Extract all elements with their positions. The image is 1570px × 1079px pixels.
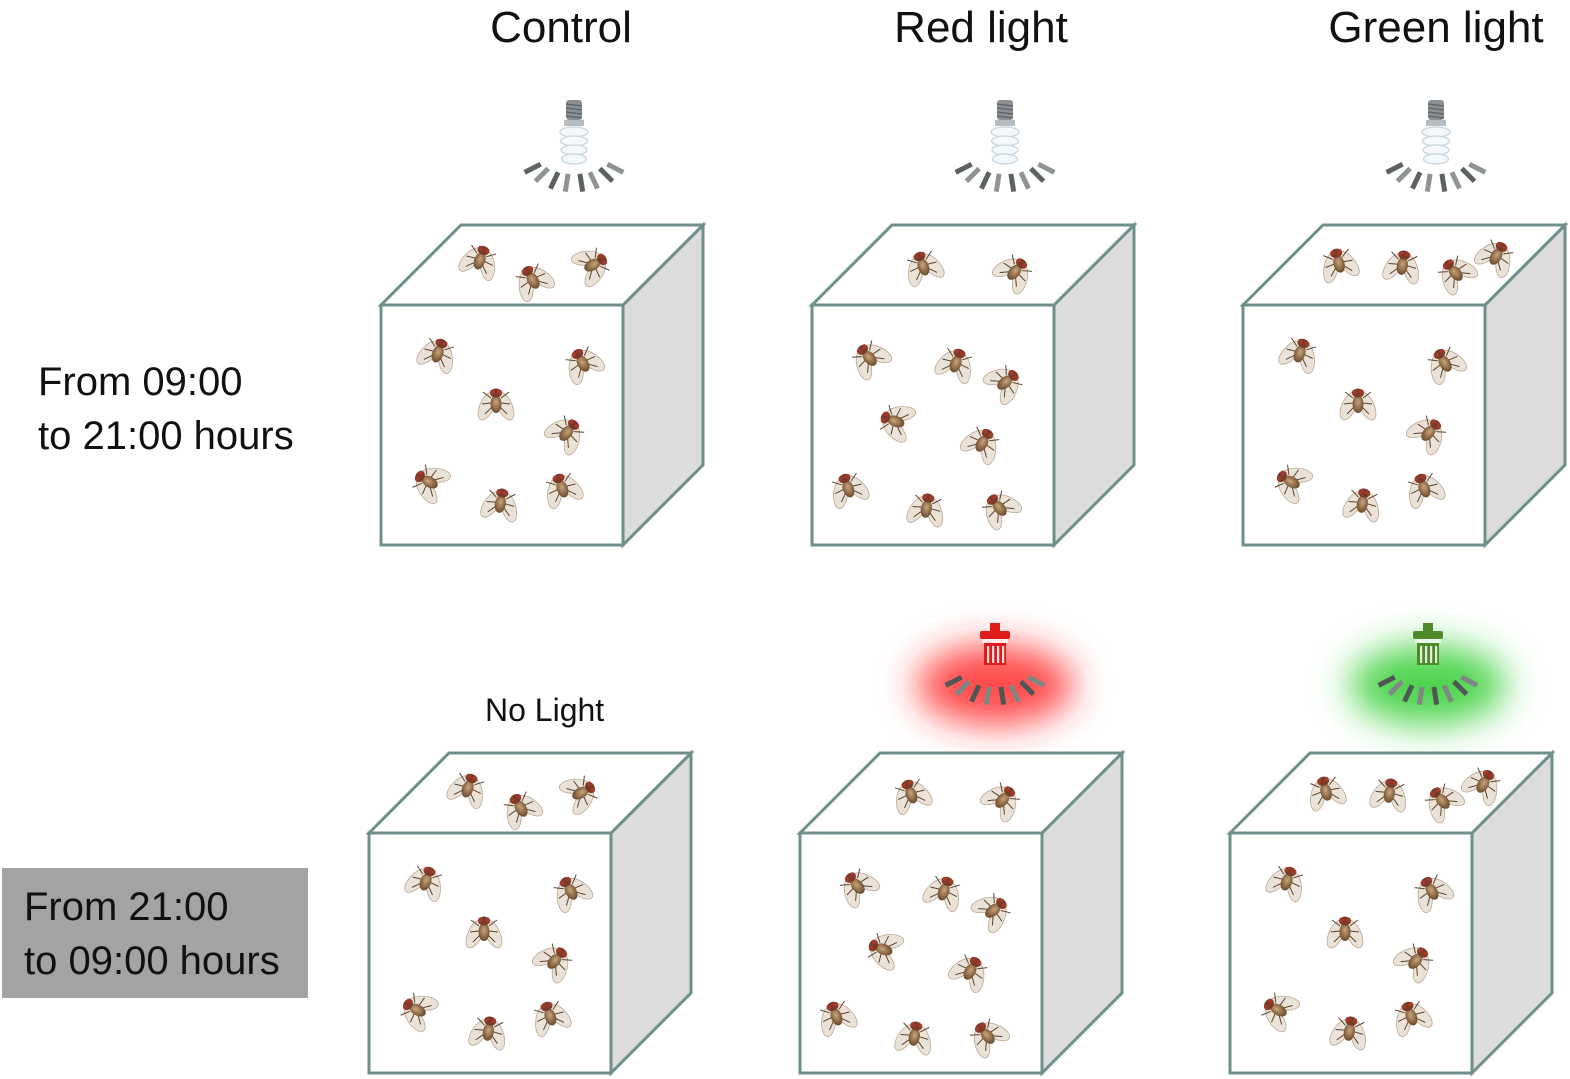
fly-icon	[465, 916, 503, 949]
fly-icon	[1427, 346, 1468, 386]
fly-icon	[831, 472, 870, 510]
red-lamp-icon	[917, 623, 1073, 725]
fly-icon	[416, 337, 455, 375]
fly-icon	[458, 244, 497, 282]
fly-icon	[991, 254, 1033, 295]
white-bulb-icon	[1385, 100, 1487, 193]
fly-icon	[1339, 388, 1377, 421]
fly-icon	[1473, 239, 1514, 279]
cage-box-5	[1226, 749, 1556, 1077]
fly-icon	[1407, 472, 1446, 510]
cell-r0-c1	[808, 100, 1138, 549]
fly-icon	[545, 472, 584, 510]
fly-icon	[1392, 943, 1434, 984]
row-label-day-line2: to 21:00 hours	[38, 414, 294, 458]
fly-icon	[906, 250, 945, 288]
cell-r1-c0	[365, 749, 695, 1077]
fly-icon	[1405, 415, 1447, 456]
green-lamp-icon	[1350, 623, 1506, 725]
fly-icon	[1323, 248, 1360, 284]
fly-icon	[1265, 865, 1304, 903]
fly-icon	[553, 874, 594, 914]
column-title-red-light: Red light	[894, 3, 1068, 52]
fly-icon	[531, 943, 573, 984]
fly-icon	[839, 868, 881, 909]
fly-icon	[480, 488, 518, 523]
fly-icon	[969, 1018, 1011, 1059]
fly-icon	[867, 932, 905, 971]
row-label-day-line1: From 09:00	[38, 360, 243, 404]
cell-r1-c1	[796, 623, 1126, 1077]
fly-icon	[851, 340, 893, 381]
row-label-night-line2: to 09:00 hours	[24, 939, 280, 983]
fly-icon	[1424, 783, 1466, 824]
fly-icon	[570, 247, 610, 288]
fly-icon	[922, 875, 961, 913]
fly-icon	[515, 263, 556, 303]
column-title-control: Control	[490, 3, 632, 52]
cell-r0-c0	[377, 100, 707, 549]
fly-icon	[533, 1000, 572, 1038]
cage-box-0	[377, 221, 707, 549]
fly-icon	[906, 493, 944, 528]
fly-icon	[894, 1021, 932, 1056]
fly-icon	[558, 775, 598, 816]
fly-icon	[468, 1016, 506, 1051]
fly-icon	[1414, 874, 1455, 914]
fly-icon	[503, 791, 544, 831]
fly-icon	[400, 992, 440, 1033]
fly-icon	[1437, 255, 1479, 296]
cell-r0-c2	[1239, 100, 1569, 549]
fly-icon	[1310, 776, 1347, 812]
row-label-day: From 09:00 to 21:00 hours	[38, 355, 294, 463]
fly-icon	[1382, 250, 1420, 285]
fly-icon	[970, 892, 1011, 934]
fly-icon	[1274, 464, 1314, 505]
fly-icon	[981, 490, 1023, 531]
fly-icon	[412, 464, 452, 505]
fly-icon	[1460, 767, 1501, 807]
fly-icon	[894, 778, 933, 816]
fly-icon	[1326, 916, 1364, 949]
fly-icon	[446, 772, 485, 810]
fly-icon	[404, 865, 443, 903]
fly-icon	[565, 346, 606, 386]
fly-icon	[879, 404, 917, 443]
fly-icon	[543, 415, 585, 456]
fly-icon	[959, 426, 1000, 466]
fly-icon	[1329, 1016, 1367, 1051]
cage-box-1	[808, 221, 1138, 549]
fly-icon	[1342, 488, 1380, 523]
cage-box-3	[365, 749, 695, 1077]
fly-icon	[947, 954, 988, 994]
fly-icon	[1394, 1000, 1433, 1038]
cell-r1-c2	[1226, 623, 1556, 1077]
row-label-night-line1: From 21:00	[24, 885, 229, 929]
row-label-night: From 21:00 to 09:00 hours	[2, 868, 308, 998]
fly-icon	[979, 782, 1021, 823]
fly-icon	[934, 347, 973, 385]
fly-icon	[1369, 778, 1407, 813]
cage-box-2	[1239, 221, 1569, 549]
white-bulb-icon	[523, 100, 625, 193]
white-bulb-icon	[954, 100, 1056, 193]
no-light-label: No Light	[485, 692, 605, 728]
column-title-green-light: Green light	[1328, 3, 1544, 52]
fly-icon	[477, 388, 515, 421]
fly-icon	[819, 1000, 858, 1038]
fly-icon	[982, 364, 1023, 406]
cage-box-4	[796, 749, 1126, 1077]
fly-icon	[1261, 992, 1301, 1033]
fly-icon	[1278, 337, 1317, 375]
